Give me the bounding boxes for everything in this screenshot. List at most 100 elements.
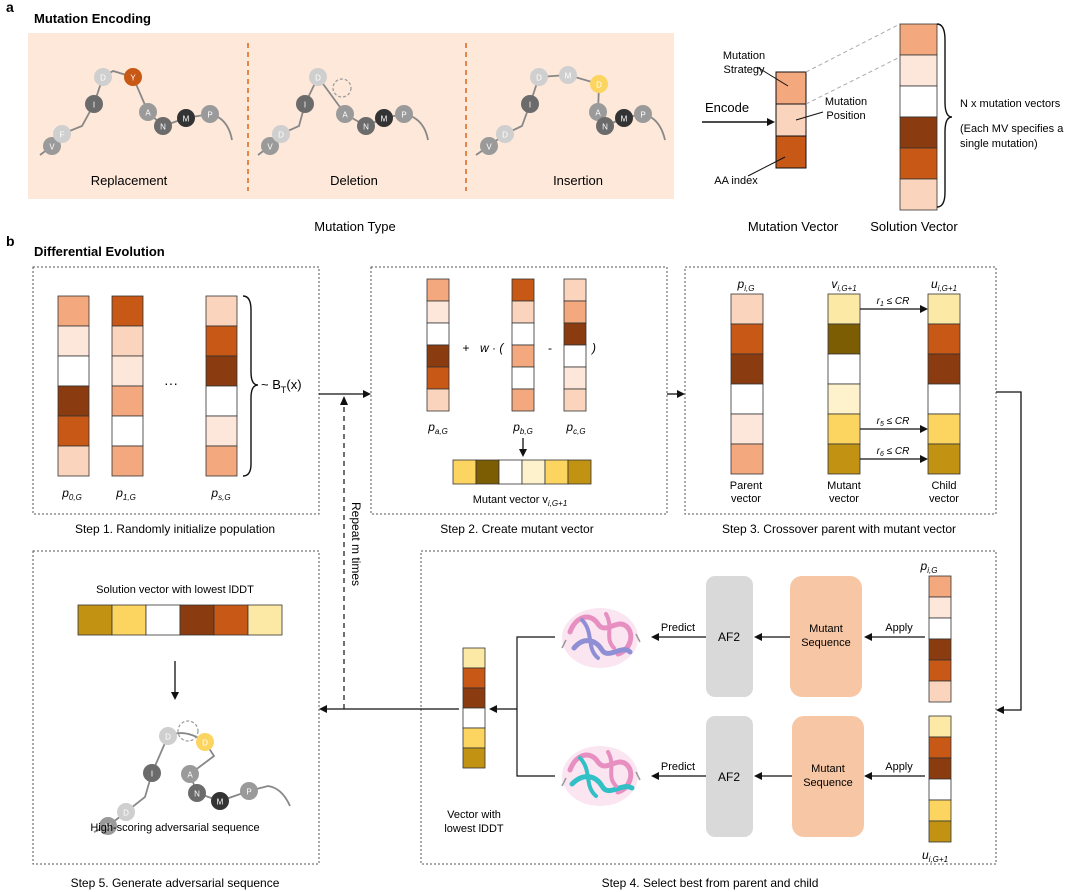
insertion-residue-letter: D: [502, 131, 508, 140]
replacement-residue: [177, 109, 195, 127]
adversarial-residue-letter: P: [246, 788, 251, 797]
step2-vectors: [426, 278, 587, 412]
mv-position-label-1: Mutation: [825, 96, 867, 108]
adversarial-residue: [181, 765, 199, 783]
population-vectors: [57, 295, 238, 477]
p1-cell: [111, 415, 144, 447]
pb-cell: [511, 344, 535, 368]
pc-cell: [563, 344, 587, 368]
pa-cell: [426, 366, 450, 390]
solution-vector: [899, 23, 938, 211]
step5-solution-cell: [77, 604, 113, 636]
step4-parent-cell: [928, 659, 952, 682]
best-vector-cell: [462, 687, 486, 709]
insertion-residue: [596, 117, 614, 135]
deletion-residue: [375, 109, 393, 127]
insertion-residue-letter: N: [602, 123, 608, 132]
step2-caption: Step 2. Create mutant vector: [440, 522, 593, 536]
panel-b-label: b: [6, 233, 15, 249]
adversarial-residue: [211, 792, 229, 810]
step4-child-cell: [928, 799, 952, 822]
replacement-residue-letter: I: [93, 101, 95, 110]
deletion-residue-letter: V: [267, 143, 273, 152]
adversarial-residue: [196, 733, 214, 751]
crossover-vector-caption: Child: [931, 480, 956, 492]
mutant-sequence-label-bottom-1: Mutant: [811, 763, 845, 775]
replacement-residue: [53, 125, 71, 143]
parent-vector-cell: [730, 323, 764, 355]
insertion-residue: [589, 103, 607, 121]
mutation-vector-caption: Mutation Vector: [748, 219, 839, 234]
deletion-residue: [261, 137, 279, 155]
deletion-residue-letter: N: [363, 123, 369, 132]
adversarial-residue-letter: V: [105, 823, 111, 832]
population-bracket: [242, 295, 259, 477]
deletion-residue-letter: D: [278, 131, 284, 140]
pb-cell: [511, 322, 535, 346]
deletion-residue-letter: D: [315, 74, 321, 83]
step5-solution-cell: [111, 604, 147, 636]
child-vector-cell: [927, 293, 961, 325]
type-label-deletion: Deletion: [330, 173, 378, 188]
mutant-sequence-label-top-1: Mutant: [809, 623, 843, 635]
step3-caption: Step 3. Crossover parent with mutant vec…: [722, 522, 956, 536]
best-vector-cell: [462, 647, 486, 669]
deletion-residue-letter: A: [342, 111, 348, 120]
replacement-residue: [154, 117, 172, 135]
adversarial-residue-letter: D: [202, 739, 208, 748]
af2-box-top: [706, 576, 753, 697]
insertion-residue: [496, 125, 514, 143]
crossover-condition: r6 ≤ CR: [877, 446, 910, 458]
child-vector-cell: [927, 443, 961, 475]
ps-label: ps,G: [210, 486, 230, 502]
replacement-residue: [139, 103, 157, 121]
ps-cell: [205, 385, 238, 417]
mutant-vector-cell: [521, 459, 546, 485]
type-label-insertion: Insertion: [553, 173, 603, 188]
pb-cell: [511, 278, 535, 302]
step3-box: [684, 266, 997, 515]
insertion-residue: [530, 68, 548, 86]
p1-cell: [111, 295, 144, 327]
insertion-residue-letter: V: [486, 143, 492, 152]
predict-label-bottom: Predict: [661, 761, 695, 773]
parent-vector-cell: [730, 413, 764, 445]
p1-label: p1,G: [115, 486, 136, 502]
mutant-vector-v-cell: [827, 323, 861, 355]
mutant-v-label: vi,G+1: [831, 277, 856, 293]
p0-cell: [57, 325, 90, 357]
apply-label-top: Apply: [885, 622, 913, 634]
step2-box: [370, 266, 668, 515]
minus-sign: -: [548, 341, 552, 355]
step4-caption: Step 4. Select best from parent and chil…: [602, 876, 819, 890]
parent-label: pi,G: [737, 277, 755, 293]
mutant-sequence-box-top: [790, 576, 862, 697]
mutant-vector-cell: [452, 459, 477, 485]
parent-vector-cell: [730, 443, 764, 475]
type-label-replacement: Replacement: [91, 173, 168, 188]
af2-label-top: AF2: [718, 630, 740, 644]
deletion-residue: [336, 105, 354, 123]
p0-cell: [57, 415, 90, 447]
step5-solution-cell: [145, 604, 181, 636]
mutant-vector-cell: [567, 459, 592, 485]
replacement-residue: [94, 68, 112, 86]
step4-parent-cell: [928, 617, 952, 640]
insertion-residue: [559, 66, 577, 84]
pc-cell: [563, 388, 587, 412]
pa-cell: [426, 300, 450, 324]
crossover-vector-caption: vector: [731, 493, 761, 505]
step5-box: [32, 550, 320, 865]
solution-vector-cell: [899, 23, 938, 56]
deletion-residue: [272, 125, 290, 143]
replacement-residue-letter: Y: [130, 74, 136, 83]
best-vector-cell: [462, 747, 486, 769]
adversarial-residue-letter: N: [194, 790, 200, 799]
adversarial-residue-letter: M: [217, 798, 224, 807]
pa-cell: [426, 322, 450, 346]
mv-note-line1: (Each MV specifies a: [960, 123, 1064, 135]
step4-parent-cell: [928, 680, 952, 703]
